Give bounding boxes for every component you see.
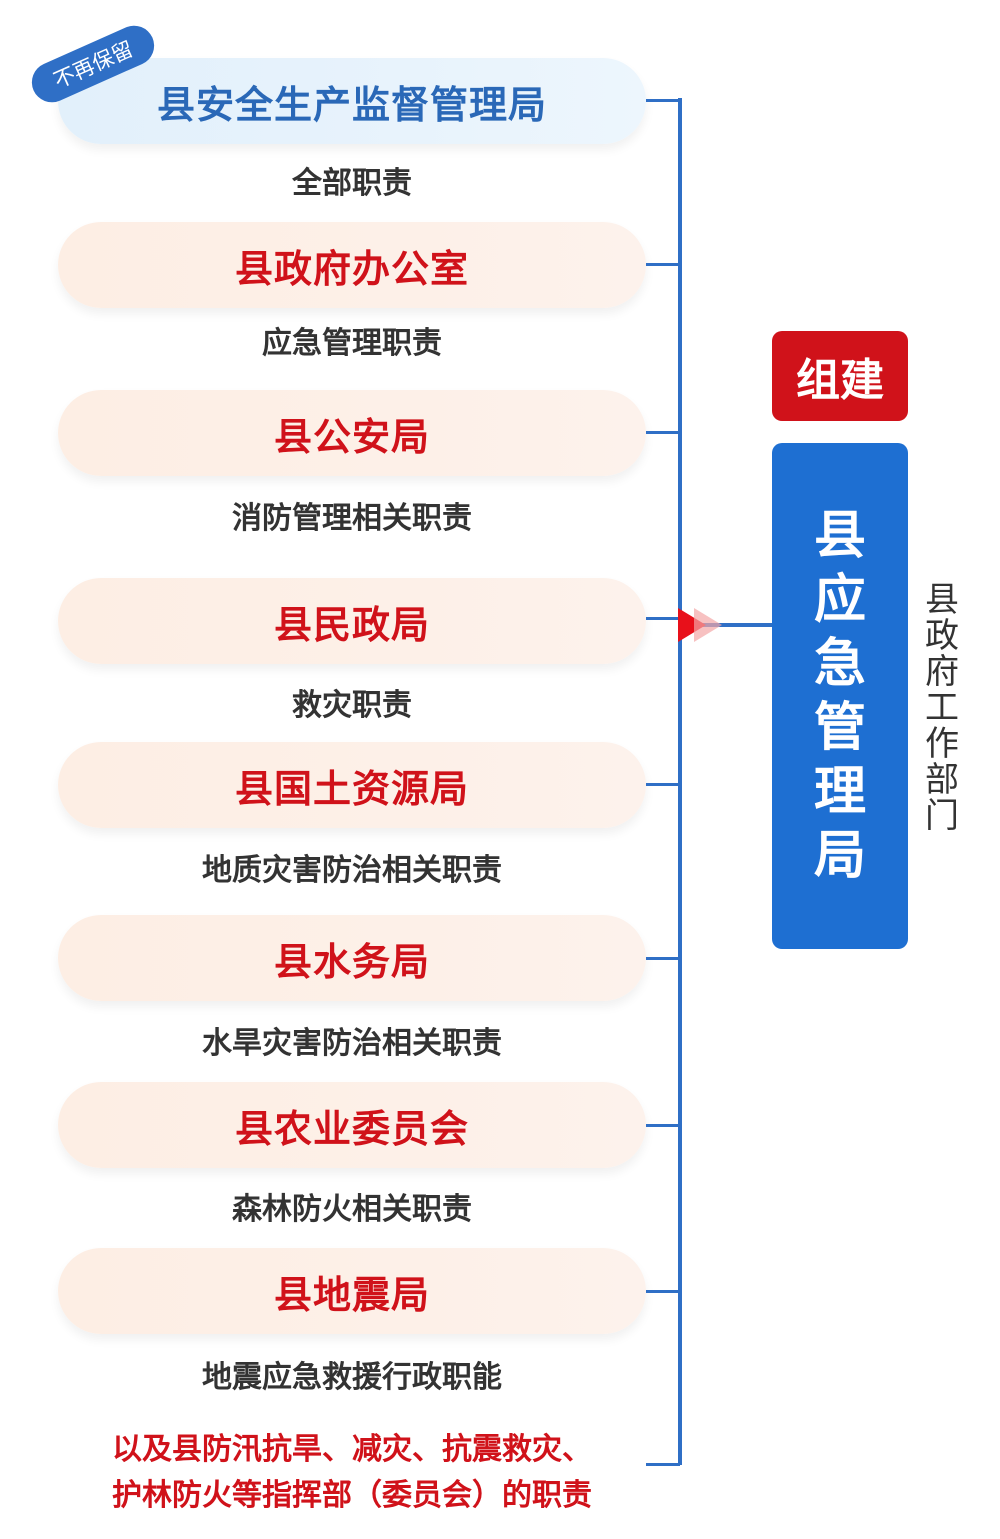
duty-land-resources: 地质灾害防治相关职责 xyxy=(202,853,502,888)
note-line-1: 以及县防汛抗旱、减灾、抗震救灾、 xyxy=(112,1432,592,1467)
connector xyxy=(646,1124,680,1127)
connector xyxy=(646,617,680,620)
duty-public-security: 消防管理相关职责 xyxy=(232,501,472,536)
org-county-gov-office: 县政府办公室 xyxy=(58,222,646,308)
org-safety-bureau: 县安全生产监督管理局 xyxy=(58,58,646,144)
emergency-bureau-label: 县应急管理局 xyxy=(813,506,866,886)
connector xyxy=(646,431,680,434)
bracket-line xyxy=(678,98,682,1465)
arrow-right-icon xyxy=(678,608,722,642)
connector xyxy=(646,99,680,102)
connector xyxy=(646,263,680,266)
arrow-line xyxy=(682,623,774,627)
duty-county-gov-office: 应急管理职责 xyxy=(262,326,442,361)
connector xyxy=(646,957,680,960)
duty-civil-affairs: 救灾职责 xyxy=(292,688,412,723)
org-earthquake: 县地震局 xyxy=(58,1248,646,1334)
org-public-security: 县公安局 xyxy=(58,390,646,476)
org-water-affairs: 县水务局 xyxy=(58,915,646,1001)
org-agriculture: 县农业委员会 xyxy=(58,1082,646,1168)
org-land-resources: 县国土资源局 xyxy=(58,742,646,828)
org-civil-affairs: 县民政局 xyxy=(58,578,646,664)
duty-agriculture: 森林防火相关职责 xyxy=(232,1192,472,1227)
connector xyxy=(646,1290,680,1293)
duty-earthquake: 地震应急救援行政职能 xyxy=(202,1360,502,1395)
connector xyxy=(646,1463,680,1466)
note-line-2: 护林防火等指挥部（委员会）的职责 xyxy=(112,1478,592,1513)
connector xyxy=(646,783,680,786)
establish-badge: 组建 xyxy=(772,331,908,421)
emergency-bureau-box: 县应急管理局 xyxy=(772,443,908,949)
duty-safety-bureau: 全部职责 xyxy=(292,166,412,201)
duty-water-affairs: 水旱灾害防治相关职责 xyxy=(202,1026,502,1061)
gov-department-label: 县政府工作部门 xyxy=(925,580,959,836)
